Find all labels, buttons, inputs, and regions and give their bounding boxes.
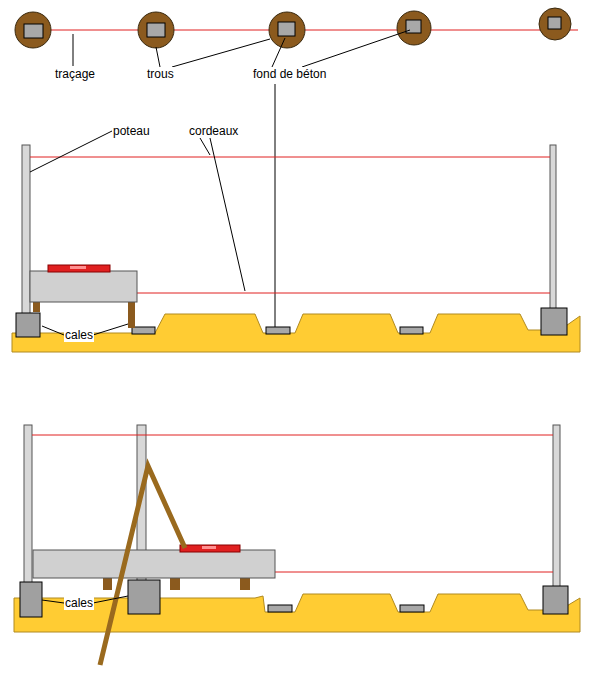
ground bbox=[14, 594, 580, 632]
block bbox=[541, 308, 567, 335]
wedges bbox=[103, 578, 250, 590]
straightedge bbox=[30, 271, 137, 302]
string-line bbox=[30, 157, 550, 158]
level-bubble bbox=[202, 546, 216, 549]
post bbox=[22, 145, 30, 315]
block bbox=[16, 313, 40, 337]
label: poteau bbox=[112, 124, 151, 138]
wedge bbox=[128, 302, 135, 328]
post bbox=[550, 145, 556, 310]
post bbox=[24, 425, 32, 585]
leader-lines bbox=[30, 131, 245, 335]
label: cordeaux bbox=[188, 124, 239, 138]
block bbox=[543, 586, 568, 614]
wooden-prop bbox=[100, 466, 185, 665]
block bbox=[20, 582, 42, 617]
label: traçage bbox=[54, 67, 96, 81]
label: cales bbox=[64, 328, 94, 342]
string-line bbox=[275, 572, 553, 573]
post bbox=[553, 425, 560, 587]
straightedge bbox=[33, 550, 275, 578]
ground bbox=[12, 314, 580, 352]
label: cales bbox=[64, 596, 94, 610]
label: fond de béton bbox=[252, 67, 327, 81]
holes bbox=[15, 8, 571, 48]
spirit-level bbox=[48, 265, 110, 272]
string-line bbox=[137, 293, 550, 294]
label: trous bbox=[146, 67, 175, 81]
string-line bbox=[32, 435, 553, 436]
spirit-level bbox=[180, 545, 240, 552]
wedge bbox=[33, 302, 40, 312]
concrete-bottoms bbox=[268, 605, 424, 612]
concrete-bottoms bbox=[132, 327, 423, 334]
level-bubble bbox=[70, 266, 86, 269]
block bbox=[128, 580, 160, 614]
concrete-bottoms bbox=[24, 17, 561, 38]
